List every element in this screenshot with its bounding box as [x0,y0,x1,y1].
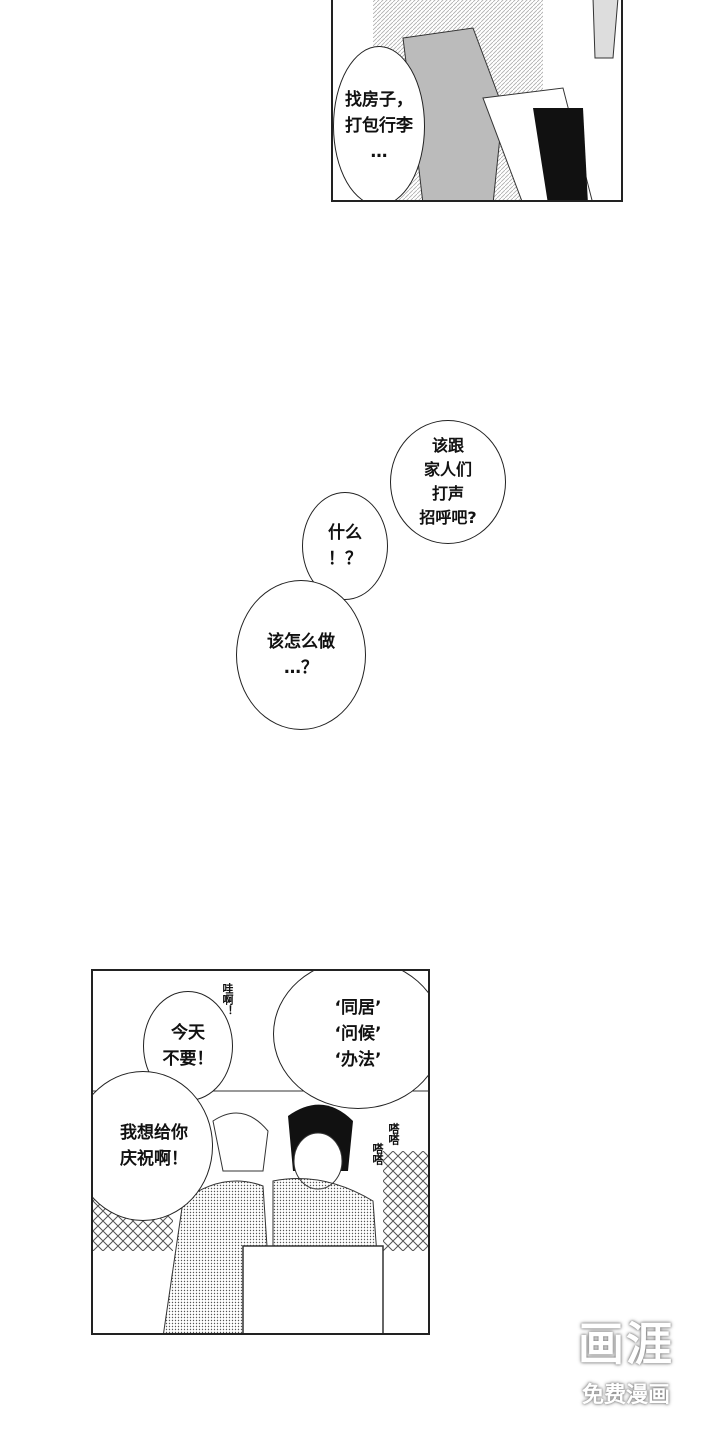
watermark-subtitle: 免费漫画 [581,1383,670,1408]
speech-bubble-family: 该跟 家人们 打声 招呼吧? [390,420,506,544]
speech-bubble-packing: 找房子， 打包行李 … [333,46,425,200]
sound-effect-wa: 哇啊！ [221,983,234,1016]
speech-bubble-how: 该怎么做 …？ [236,580,366,730]
panel-art-couple-laptop [93,1090,428,1333]
manga-panel-bottom: ‘同居’ ‘问候’ ‘办法’ 今天 不要！ 我想给你 庆祝啊！ 哇啊！ 嗒嗒 嗒… [91,969,430,1335]
speech-bubble-quoted-words: ‘同居’ ‘问候’ ‘办法’ [273,971,428,1109]
sound-effect-tap-2: 嗒嗒 [371,1143,384,1165]
manga-panel-top: 找房子， 打包行李 … [331,0,623,202]
watermark-logo: 画涯 [578,1317,674,1371]
speech-bubble-celebrate: 我想给你 庆祝啊！ [93,1071,213,1221]
sound-effect-tap-1: 嗒嗒 [387,1123,400,1145]
